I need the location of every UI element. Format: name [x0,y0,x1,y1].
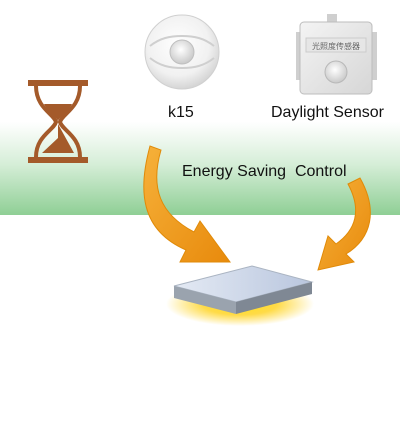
hourglass-icon [28,80,88,163]
daylight-sensor-label: Daylight Sensor [271,104,385,121]
daylight-sensor-icon: 光照度传感器 [296,14,377,95]
green-band [0,122,400,215]
occupancy-sensor-label: k15 [168,104,194,121]
control-label: Energy Saving Control [182,163,347,180]
light-panel-icon [173,265,314,314]
left-arrow-icon [143,145,231,263]
occupancy-sensor-icon [144,14,220,90]
device-panel-text: 光照度传感器 [312,41,360,51]
right-arrow-icon [317,177,371,271]
